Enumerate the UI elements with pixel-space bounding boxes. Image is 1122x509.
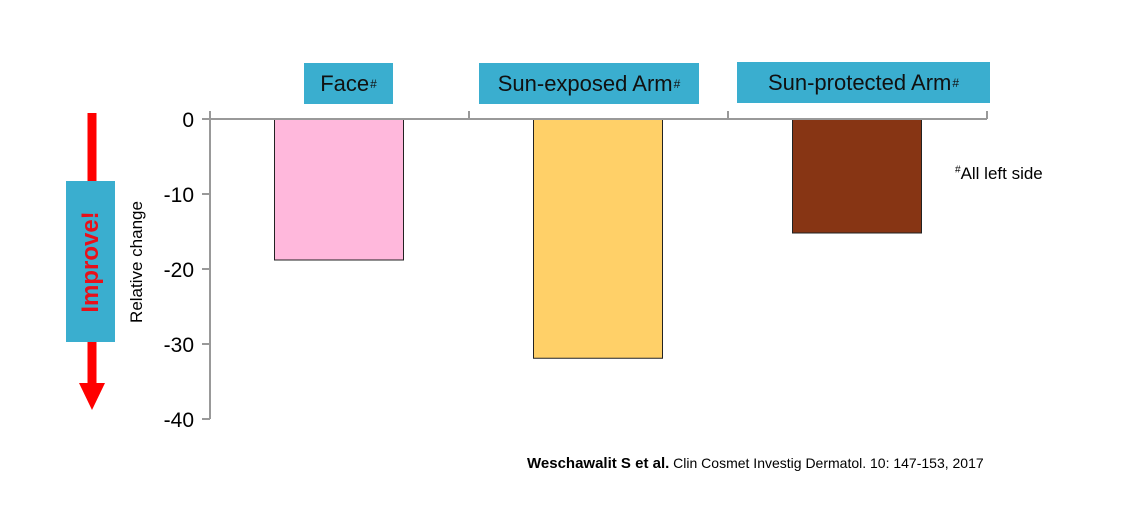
bar [274, 118, 404, 261]
bar [792, 118, 922, 234]
category-marker: # [952, 75, 960, 90]
footnote: #All left side [955, 164, 1043, 184]
citation-source: Clin Cosmet Investig Dermatol. 10: 147-1… [673, 455, 984, 471]
category-label: Face# [304, 63, 393, 104]
y-tick-label: -40 [164, 409, 194, 432]
citation-authors: Weschawalit S et al. [527, 455, 670, 472]
y-axis-label: Relative change [127, 201, 146, 323]
bar [533, 118, 663, 359]
improve-label-box: Improve! [66, 181, 115, 342]
y-tick-label: -30 [164, 334, 194, 357]
category-label: Sun-protected Arm# [737, 62, 990, 103]
category-marker: # [370, 76, 377, 91]
y-tick-label: 0 [182, 109, 194, 132]
citation: Weschawalit S et al. Clin Cosmet Investi… [527, 455, 984, 472]
improve-label: Improve! [76, 210, 104, 313]
footnote-text: All left side [960, 164, 1043, 183]
category-text: Sun-exposed Arm [497, 70, 673, 96]
category-text: Face [320, 70, 370, 96]
arrow-head [79, 383, 105, 410]
category-label: Sun-exposed Arm# [479, 63, 699, 104]
y-tick-label: -10 [164, 184, 194, 207]
y-tick-label: -20 [164, 259, 194, 282]
category-marker: # [673, 76, 681, 91]
footnote-marker: # [955, 164, 961, 176]
category-text: Sun-protected Arm [767, 69, 952, 95]
